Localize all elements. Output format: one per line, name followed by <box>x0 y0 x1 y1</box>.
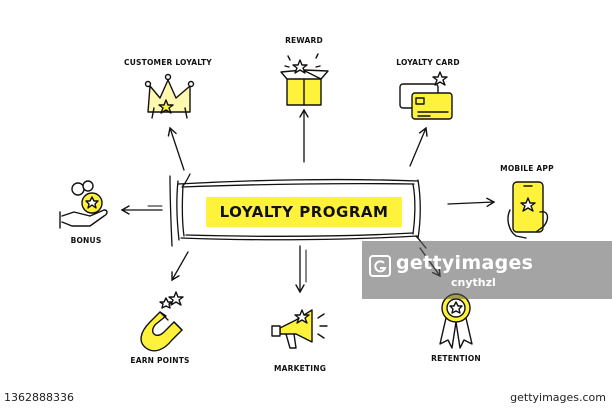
arrow-to-customer-loyalty <box>167 126 185 171</box>
arrow-to-earn-points <box>171 251 189 282</box>
diagram-title: LOYALTY PROGRAM <box>219 203 389 221</box>
coin-hand-icon <box>59 180 108 229</box>
smartphone-icon <box>507 181 549 239</box>
watermark-band <box>362 241 612 299</box>
arrow-to-loyalty-card <box>409 126 428 167</box>
footer-strip <box>0 386 612 408</box>
getty-logo-icon <box>369 255 391 277</box>
node-label-earn-points: EARN POINTS <box>130 356 190 365</box>
node-label-reward: REWARD <box>285 36 323 45</box>
title-highlight <box>206 197 402 227</box>
watermark-credit: cnythzl <box>451 276 496 289</box>
node-label-marketing: MARKETING <box>273 364 327 373</box>
node-label-mobile-app: MOBILE APP <box>500 164 554 173</box>
award-ribbon-icon <box>439 293 473 349</box>
magnet-icon <box>140 291 184 352</box>
site-credit: gettyimages.com <box>510 391 606 404</box>
credit-card-icon <box>399 71 453 120</box>
gift-box-icon <box>280 53 329 106</box>
node-label-bonus: BONUS <box>70 236 102 245</box>
watermark-brand: gettyimages <box>396 252 534 274</box>
megaphone-icon <box>271 309 328 349</box>
node-label-customer-loyalty: CUSTOMER LOYALTY <box>124 58 212 67</box>
crown-icon <box>144 73 195 119</box>
arrow-to-mobile-app <box>447 197 496 208</box>
image-id: 1362888336 <box>4 391 74 404</box>
node-label-loyalty-card: LOYALTY CARD <box>396 58 460 67</box>
node-label-retention: RETENTION <box>431 354 481 363</box>
